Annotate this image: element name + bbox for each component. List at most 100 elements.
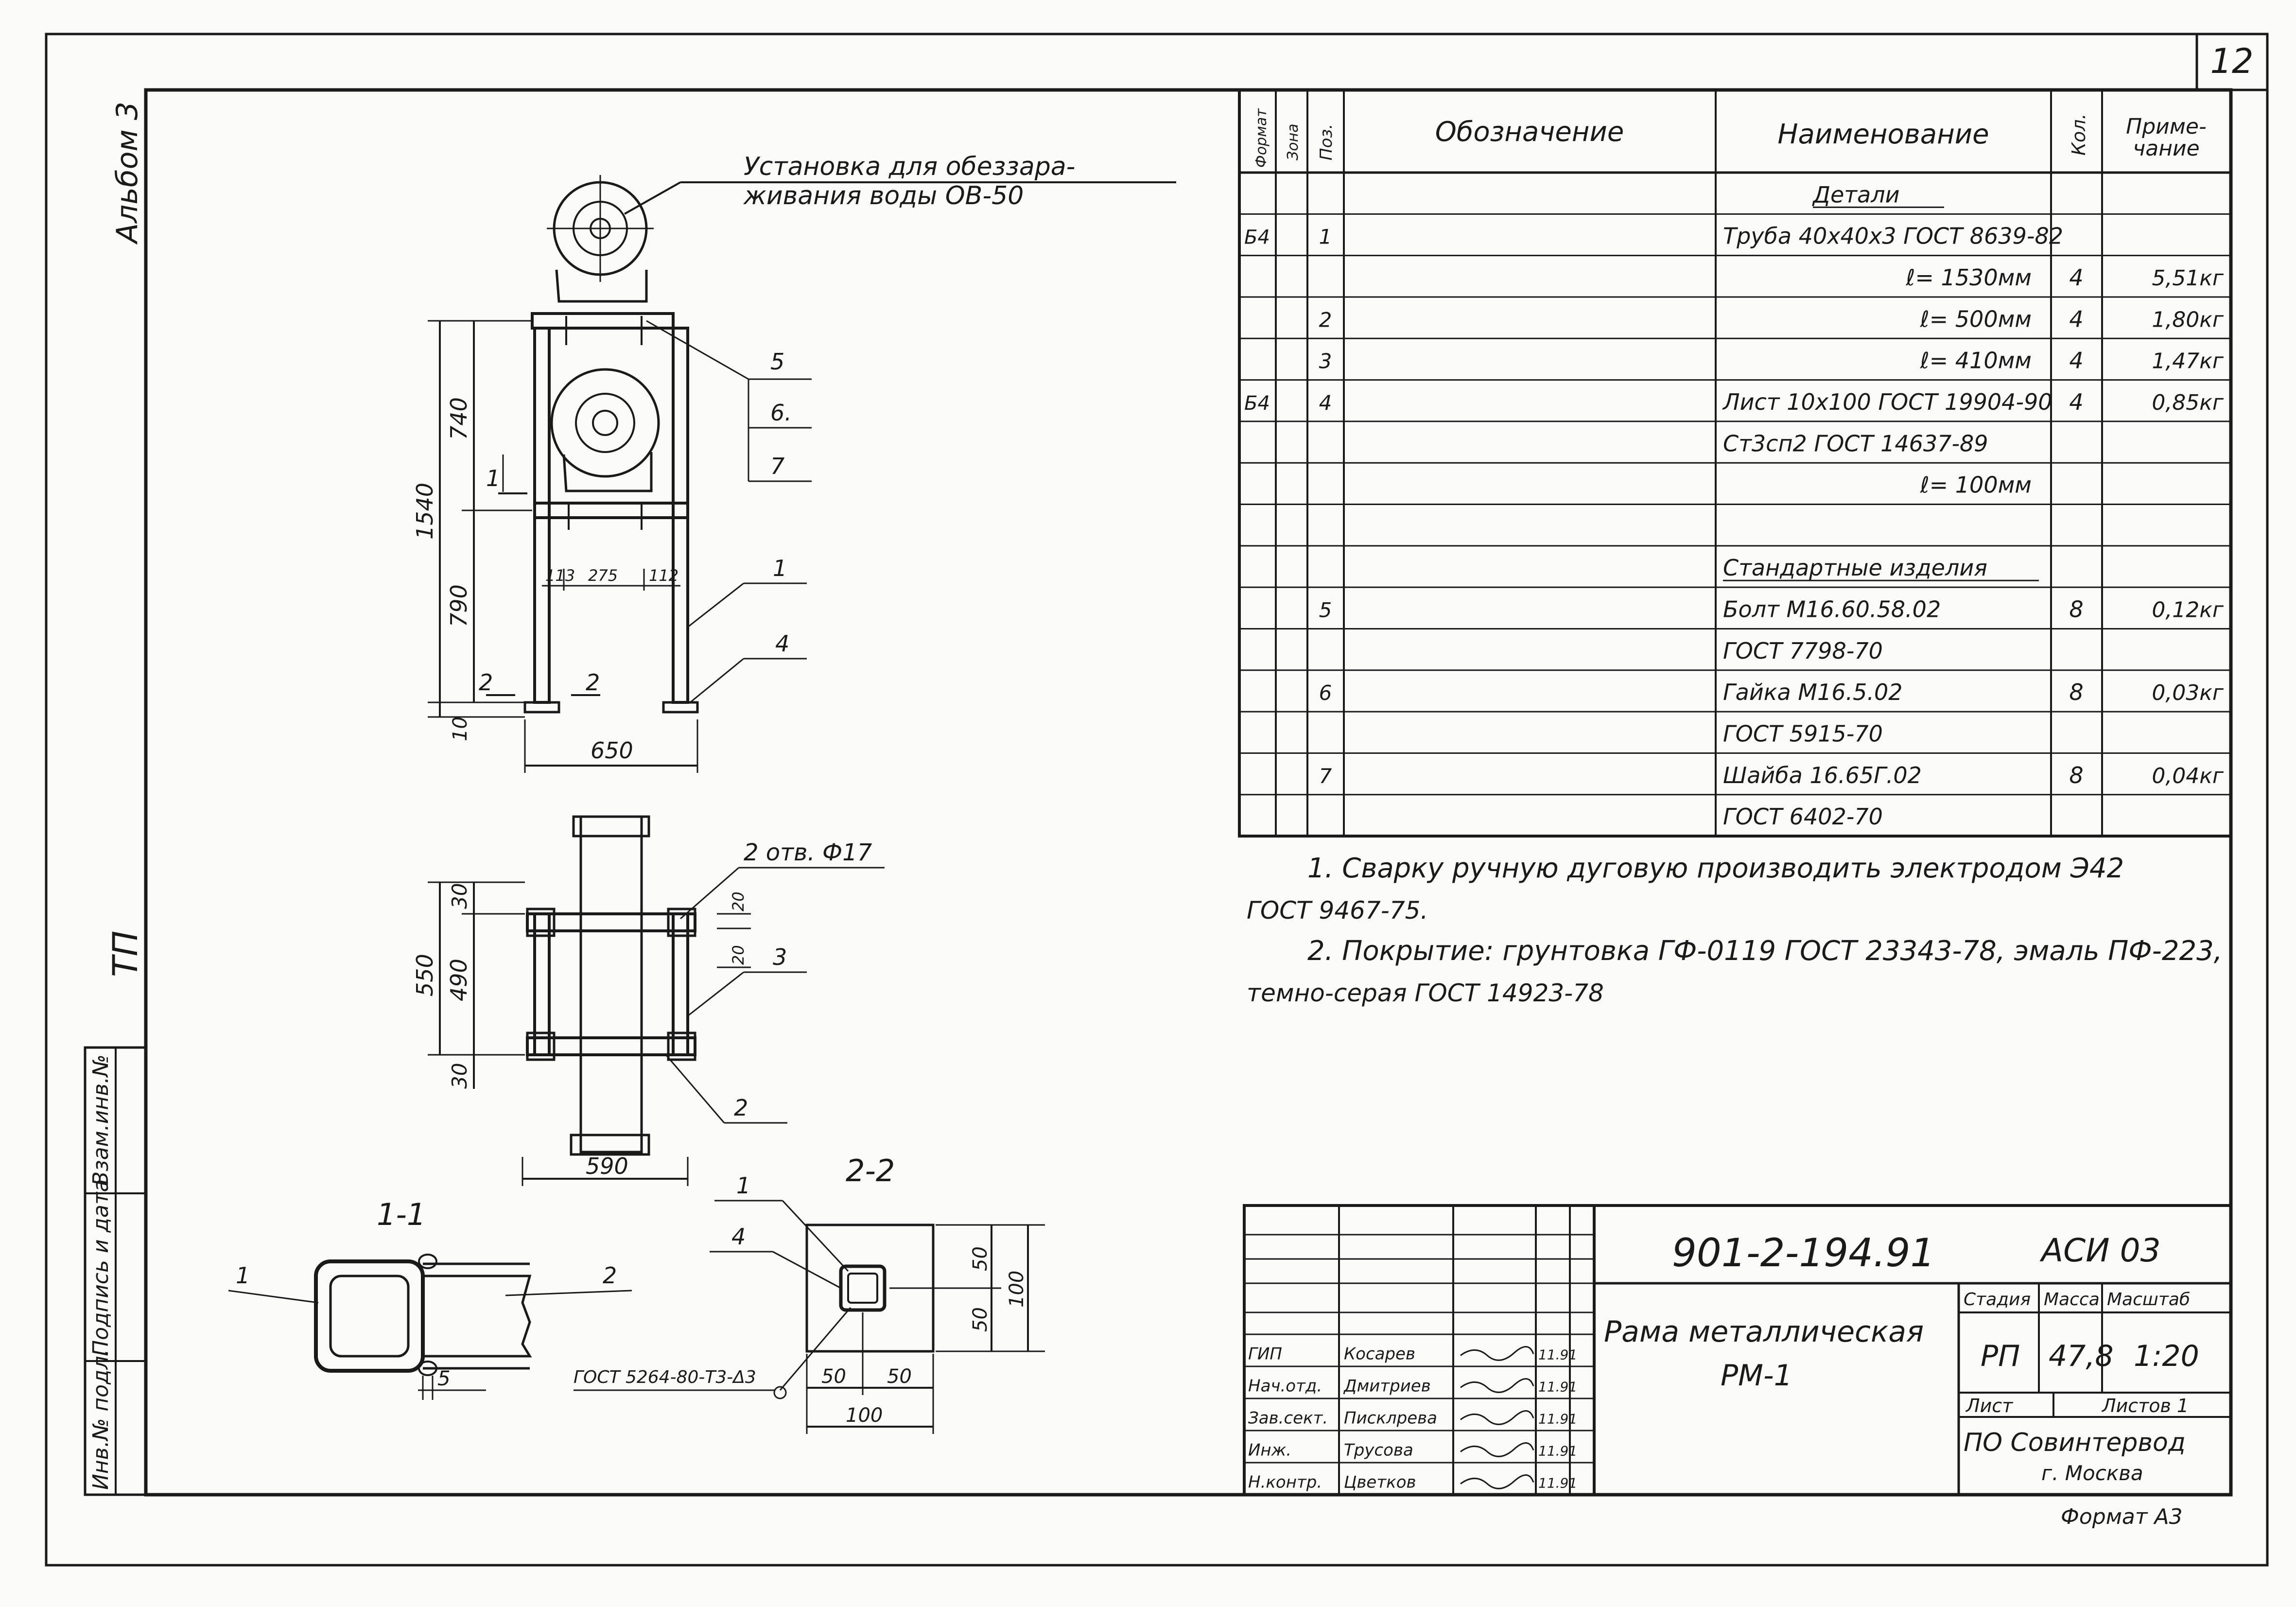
scale-header: Масштаб <box>2107 1290 2190 1310</box>
front-elevation: Установка для обеззара- живания воды ОВ-… <box>412 152 1176 773</box>
role-cell: Инж. <box>1248 1440 1291 1460</box>
dim-30-bottom: 30 <box>448 1063 471 1089</box>
spec-note-cell: 0,04кг <box>2152 764 2224 788</box>
album-label: Альбом 3 <box>110 102 144 245</box>
name-cell: Косарев <box>1344 1344 1415 1363</box>
document-mark: АСИ 03 <box>2039 1232 2161 1269</box>
dim-490: 490 <box>446 959 472 1001</box>
s22-callout-1: 1 <box>736 1172 750 1199</box>
signature-mark <box>1460 1410 1534 1425</box>
spec-qty-cell: 4 <box>2069 264 2083 291</box>
spec-qty-cell: 8 <box>2069 596 2083 623</box>
header-qty: Кол. <box>2068 113 2089 156</box>
signature-mark <box>1460 1474 1534 1489</box>
mass-header: Масса <box>2044 1290 2100 1310</box>
specification-table: Формат Зона Поз. Обозначение Наименовани… <box>1238 88 2232 838</box>
callout-6: 6. <box>770 400 792 426</box>
dim-10: 10 <box>449 716 471 741</box>
header-note-line1: Приме- <box>2126 114 2207 139</box>
sheet-number: 12 <box>2210 41 2253 81</box>
dim-550: 550 <box>412 954 438 996</box>
organization-line2: г. Москва <box>2041 1461 2143 1485</box>
spec-name-cell: ℓ= 410мм <box>1920 348 2032 374</box>
weld-label: ГОСТ 5264-80-Т3-Δ3 <box>574 1367 756 1387</box>
spec-note-cell: 5,51кг <box>2152 266 2224 291</box>
section-mark-2a: 2 <box>479 669 493 696</box>
dim-30-top: 30 <box>448 883 471 909</box>
header-note-line2: чание <box>2133 136 2199 161</box>
format-label: Формат А3 <box>2061 1504 2183 1529</box>
name-cell: Цветков <box>1344 1472 1416 1492</box>
spec-note-cell: 0,12кг <box>2152 598 2224 623</box>
tp-label: ТП <box>105 931 145 977</box>
unit-label-line1: Установка для обеззара- <box>744 152 1075 181</box>
mass-value: 47,8 <box>2049 1339 2114 1373</box>
role-cell: Н.контр. <box>1248 1472 1322 1492</box>
spec-name-cell: Гайка М16.5.02 <box>1723 679 1903 705</box>
stage-value: РП <box>1981 1339 2020 1373</box>
spec-name-cell: Болт М16.60.58.02 <box>1723 596 1941 623</box>
header-name: Наименование <box>1777 119 1989 150</box>
callout-3: 3 <box>773 944 787 970</box>
note-1-line2: ГОСТ 9467-75. <box>1247 896 1428 925</box>
callout-1: 1 <box>773 555 787 581</box>
spec-qty-cell: 8 <box>2069 762 2083 788</box>
date-cell: 11.91 <box>1538 1411 1577 1427</box>
spec-row: Стандартные изделия <box>1723 555 2039 581</box>
spec-qty-cell: 4 <box>2069 389 2083 415</box>
spec-row: ГОСТ 6402-70 <box>1723 804 1883 830</box>
note-2-line2: темно-серая ГОСТ 14923-78 <box>1247 979 1604 1007</box>
dim-20b: 20 <box>729 945 748 965</box>
role-cell: ГИП <box>1248 1344 1282 1363</box>
outer-frame <box>45 33 2269 1567</box>
spec-name-cell: ГОСТ 5915-70 <box>1723 720 1883 747</box>
spec-row: ГОСТ 5915-70 <box>1723 720 1883 747</box>
header-pos: Поз. <box>1317 124 1336 160</box>
s22-callout-4: 4 <box>731 1223 746 1250</box>
section-1-1-title: 1-1 <box>377 1197 426 1232</box>
spec-pos-cell: 4 <box>1319 391 1332 415</box>
note-1-line1: 1. Сварку ручную дуговую производить эле… <box>1307 853 2124 884</box>
original-inv-label: Инв.№ подл. <box>88 1349 113 1490</box>
spec-row: Детали <box>1812 181 1944 208</box>
section-1-1: 1-1 1 2 5 <box>228 1197 632 1400</box>
header-format: Формат <box>1253 108 1270 168</box>
spec-name-cell: Труба 40х40х3 ГОСТ 8639-82 <box>1723 223 2063 249</box>
sheets-header: Листов 1 <box>2101 1395 2189 1416</box>
s22-dim-50b: 50 <box>969 1307 991 1332</box>
s11-callout-1: 1 <box>236 1262 250 1289</box>
s11-dim-5: 5 <box>437 1366 451 1390</box>
s22-dim-50a: 50 <box>969 1246 991 1271</box>
stage-header: Стадия <box>1964 1290 2031 1310</box>
spec-note-cell: 0,03кг <box>2152 681 2224 705</box>
spec-name-cell: ℓ= 100мм <box>1920 472 2032 498</box>
spec-name-cell: Детали <box>1812 181 1900 208</box>
dim-20a: 20 <box>729 891 748 911</box>
document-code: 901-2-194.91 <box>1672 1230 1935 1275</box>
spec-name-cell: ГОСТ 7798-70 <box>1723 638 1883 664</box>
date-cell: 11.91 <box>1538 1379 1577 1395</box>
signature-mark <box>1460 1442 1534 1457</box>
s22-dim-50c: 50 <box>821 1365 846 1388</box>
spec-name-cell: ГОСТ 6402-70 <box>1723 804 1883 830</box>
s11-callout-2: 2 <box>603 1262 617 1289</box>
technical-notes: 1. Сварку ручную дуговую производить эле… <box>1247 853 2223 1007</box>
callout-4: 4 <box>775 630 789 657</box>
spec-qty-cell: 4 <box>2069 306 2083 332</box>
name-cell: Трусова <box>1344 1440 1413 1460</box>
s22-dim-50d: 50 <box>887 1365 912 1388</box>
signature-mark <box>1460 1345 1534 1361</box>
section-2-2: 2-2 1 4 50 50 100 50 50 100 ГОСТ 5264-80… <box>574 1153 1045 1434</box>
spec-row: Ст3сп2 ГОСТ 14637-89 <box>1723 430 1988 456</box>
spec-pos-cell: 1 <box>1319 225 1332 249</box>
spec-format-cell: Б4 <box>1244 392 1270 415</box>
section-mark-1: 1 <box>486 465 500 491</box>
